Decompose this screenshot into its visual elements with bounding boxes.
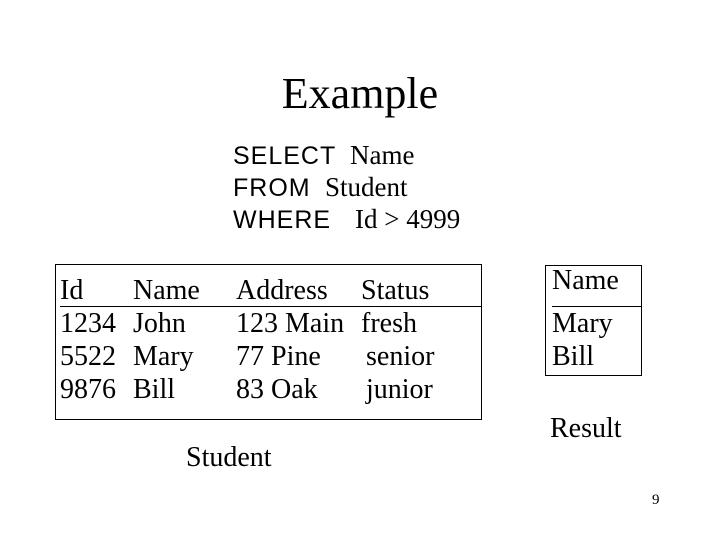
sql-keyword-select: SELECT (233, 142, 337, 170)
cell-address: 123 Main (236, 308, 345, 339)
sql-from-operand: Student (325, 172, 408, 202)
sql-where-operand: Id > 4999 (355, 204, 461, 234)
table-row: 1234 John 123 Main fresh (60, 307, 481, 340)
table-row: Mary (552, 307, 641, 340)
sql-query-line-from: FROM Student (233, 172, 460, 204)
cell-name: Bill (552, 341, 595, 372)
sql-query-block: SELECT Name FROM Student WHERE Id > 4999 (233, 140, 460, 236)
cell-name: Bill (133, 374, 176, 405)
cell-address: 83 Oak (236, 374, 318, 405)
student-table: Id Name Address Status 1234 John 123 Mai… (55, 264, 482, 420)
sql-query-line-where: WHERE Id > 4999 (233, 204, 460, 236)
slide-title: Example (281, 69, 439, 118)
cell-status: junior (366, 374, 433, 405)
student-table-header-row: Id Name Address Status (60, 265, 481, 307)
cell-name: Mary (552, 308, 613, 339)
table-row: 9876 Bill 83 Oak junior (60, 373, 481, 406)
result-table: Name Mary Bill (545, 265, 642, 376)
table-row: 5522 Mary 77 Pine senior (60, 340, 481, 373)
cell-status: fresh (361, 308, 417, 339)
cell-address: 77 Pine (236, 341, 321, 372)
cell-id: 5522 (60, 341, 116, 372)
result-table-header-row: Name (552, 266, 641, 307)
result-table-caption: Result (550, 413, 622, 444)
sql-keyword-where: WHERE (233, 206, 332, 234)
student-table-caption: Student (186, 442, 272, 473)
cell-id: 9876 (60, 374, 116, 405)
column-header-name: Name (552, 265, 619, 296)
cell-name: Mary (133, 341, 194, 372)
column-header-id: Id (60, 275, 84, 306)
column-header-status: Status (361, 275, 430, 306)
cell-id: 1234 (60, 308, 116, 339)
table-row: Bill (552, 340, 641, 373)
column-header-address: Address (236, 275, 328, 306)
page-number: 9 (652, 492, 660, 508)
cell-status: senior (366, 341, 435, 372)
cell-name: John (133, 308, 186, 339)
sql-select-operand: Name (350, 140, 415, 170)
sql-keyword-from: FROM (233, 174, 311, 202)
sql-query-line-select: SELECT Name (233, 140, 460, 172)
column-header-name: Name (133, 275, 200, 306)
